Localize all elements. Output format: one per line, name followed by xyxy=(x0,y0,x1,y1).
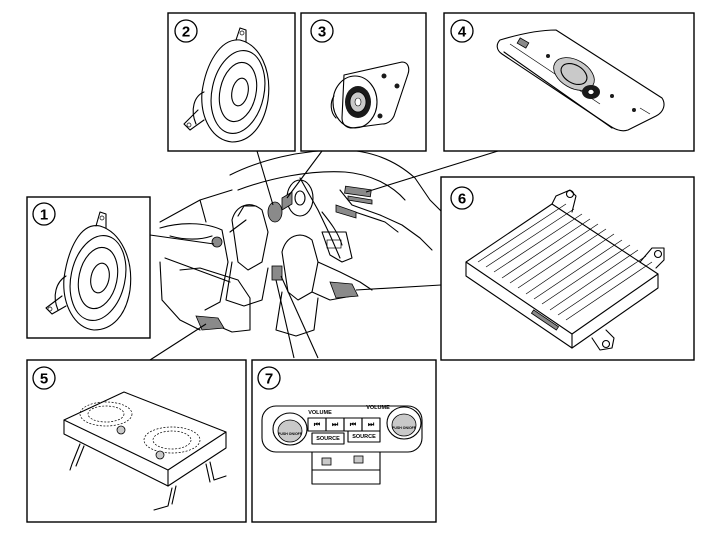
callout-number-5 xyxy=(32,366,56,390)
volume-label-right: VOLUME xyxy=(366,405,390,411)
amplifier-icon xyxy=(465,189,665,351)
callout-label-3: 3 xyxy=(318,24,326,41)
callout-label-6: 6 xyxy=(458,191,466,208)
tweeter-icon xyxy=(330,61,410,129)
callout-number-2 xyxy=(174,19,198,43)
prev-track-icon: ⏮ xyxy=(350,422,357,429)
volume-knob-right: PUSH ON/OFF xyxy=(386,406,422,440)
callout-label-1: 1 xyxy=(40,207,48,224)
callout-label-4: 4 xyxy=(458,24,467,41)
speaker-icon xyxy=(183,27,270,143)
callout-number-4 xyxy=(450,19,474,43)
callout-label-5: 5 xyxy=(40,371,48,388)
callout-7-control-panel: 7 PUSH ON/OFF PUSH ON/OFF VOLUME VOLUME xyxy=(251,359,437,523)
callout-label-2: 2 xyxy=(182,24,190,41)
source-label-right: SOURCE xyxy=(352,434,376,440)
callout-6-amplifier: 6 xyxy=(440,176,695,361)
callout-1-door-speaker: 1 xyxy=(26,196,151,339)
speaker-icon xyxy=(45,211,132,331)
callout-5-subwoofer: 5 xyxy=(26,359,247,523)
subwoofer-icon xyxy=(63,391,227,511)
source-label-left: SOURCE xyxy=(316,436,340,442)
callout-3-tweeter: 3 xyxy=(300,12,427,152)
callout-number-1 xyxy=(32,202,56,226)
leader-lines xyxy=(149,150,499,361)
knob-label-right: PUSH ON/OFF xyxy=(392,426,417,430)
knob-label-left: PUSH ON/OFF xyxy=(278,432,303,436)
prev-track-icon: ⏮ xyxy=(314,422,321,429)
callout-2-dash-speaker: 2 xyxy=(167,12,296,152)
callout-4-center-speaker: 4 xyxy=(443,12,695,152)
volume-label-left: VOLUME xyxy=(308,410,332,416)
volume-knob-left: PUSH ON/OFF xyxy=(272,412,308,446)
next-track-icon: ⏭ xyxy=(332,422,339,429)
next-track-icon: ⏭ xyxy=(368,422,375,429)
callout-number-6 xyxy=(450,186,474,210)
callout-number-3 xyxy=(310,19,334,43)
center-speaker-icon xyxy=(496,29,665,132)
callout-number-7 xyxy=(257,366,281,390)
callout-label-7: 7 xyxy=(265,371,273,388)
rear-audio-control-panel: PUSH ON/OFF PUSH ON/OFF VOLUME VOLUME ⏮ … xyxy=(261,405,423,485)
